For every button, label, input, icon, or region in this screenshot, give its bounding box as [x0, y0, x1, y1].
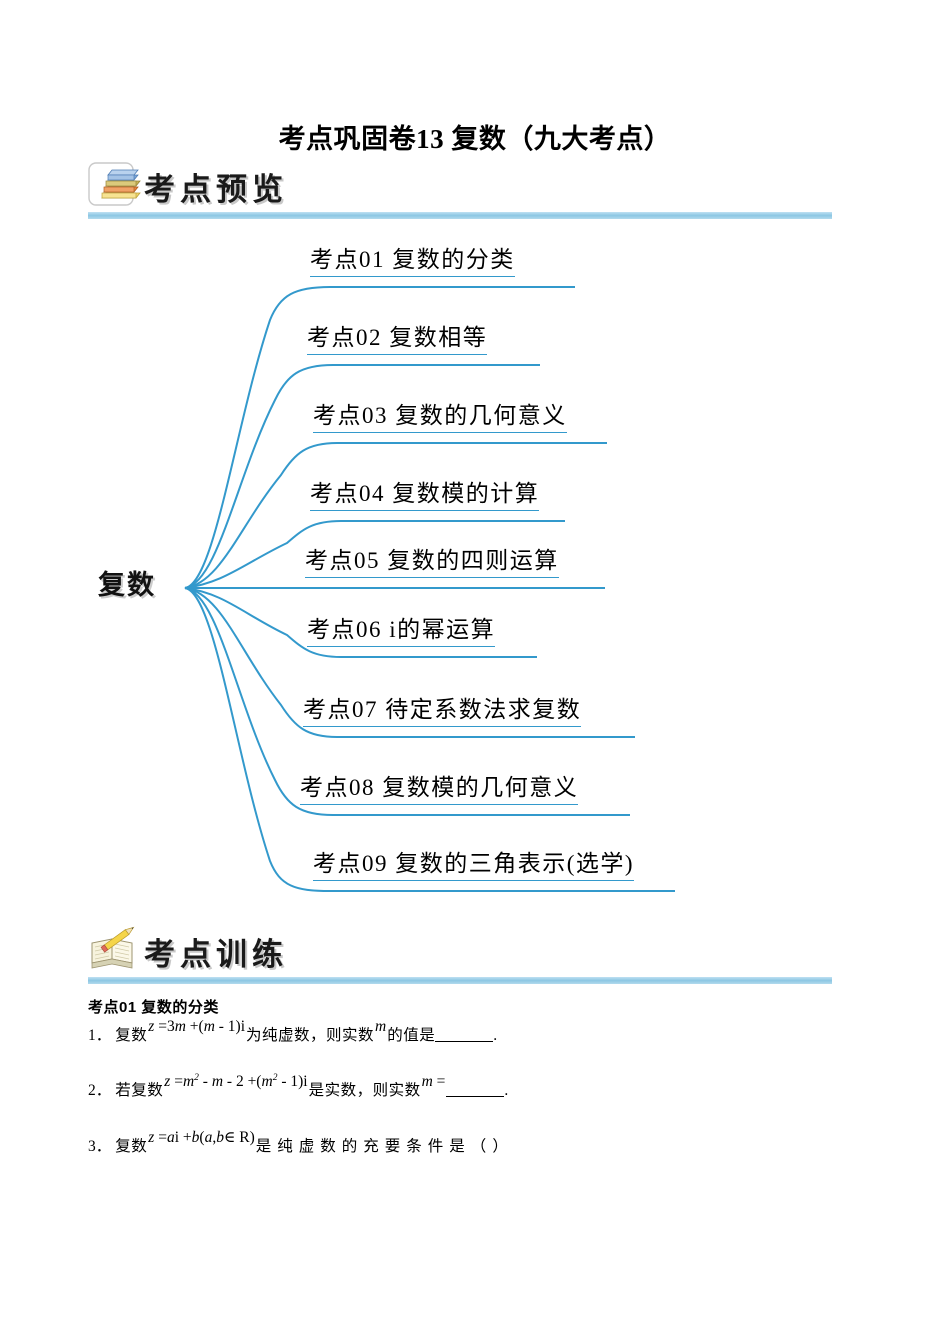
question-variable: m =: [421, 1073, 446, 1091]
question-number: 2．: [88, 1082, 112, 1100]
section-divider-overview: [88, 212, 832, 219]
question-tail2: 的值是: [387, 1027, 436, 1044]
question-formula: z =ai +b(a,b∈ R): [148, 1128, 255, 1146]
question-lead: 复数: [115, 1027, 148, 1044]
question-end: .: [504, 1082, 509, 1100]
exercise-list: 考点01 复数的分类 1．复数z =3m +(m - 1)i为纯虚数，则实数m的…: [88, 996, 868, 1192]
page-title: 考点巩固卷13 复数（九大考点）: [278, 124, 672, 154]
question-item: 1．复数z =3m +(m - 1)i为纯虚数，则实数m的值是.: [88, 1018, 868, 1045]
notebook-pencil-icon: [88, 925, 152, 975]
mindmap-topic-04: 考点04 复数模的计算: [310, 474, 540, 511]
mindmap-topic-02: 考点02 复数相等: [307, 318, 488, 355]
question-formula: z =3m +(m - 1)i: [148, 1018, 246, 1035]
section-heading-overview: 考点预览: [144, 172, 288, 207]
section-banner-overview: 考点预览: [88, 160, 832, 222]
mindmap-branches: [184, 286, 675, 892]
question-number: 3．: [88, 1137, 112, 1155]
section-divider-training: [88, 977, 832, 984]
mindmap-topic-05: 考点05 复数的四则运算: [305, 541, 559, 578]
mindmap-topic-03: 考点03 复数的几何意义: [313, 396, 567, 433]
mindmap-topic-09: 考点09 复数的三角表示(选学): [313, 844, 635, 881]
mindmap-topic-01: 考点01 复数的分类: [310, 240, 515, 277]
question-tail: 为纯虚数，则实数: [246, 1027, 375, 1044]
section-heading-training: 考点训练: [144, 937, 288, 972]
mindmap-root-node: 复数: [98, 570, 156, 600]
question-item: 3．复数z =ai +b(a,b∈ R)是纯虚数的充要条件是（）: [88, 1129, 868, 1156]
question-variable: m: [375, 1018, 387, 1035]
exercise-topic-heading: 考点01 复数的分类: [88, 999, 219, 1016]
question-tail: 是实数，则实数: [308, 1082, 421, 1100]
question-item: 2．若复数z =m2 - m - 2 +(m2 - 1)i是实数，则实数m =.: [88, 1073, 868, 1100]
question-lead: 复数: [115, 1137, 148, 1155]
answer-blank[interactable]: [435, 1041, 494, 1042]
mindmap: 复数 考点01 复数的分类 考点02 复数相等 考点03 复数的几何意义 考点0…: [85, 225, 865, 915]
mindmap-topic-08: 考点08 复数模的几何意义: [300, 768, 579, 805]
question-formula: z =m2 - m - 2 +(m2 - 1)i: [164, 1073, 308, 1091]
books-stack-icon: [88, 160, 152, 210]
question-end: .: [493, 1027, 498, 1044]
question-tail: 是纯虚数的充要条件是（: [255, 1137, 493, 1155]
question-lead: 若复数: [115, 1082, 164, 1100]
answer-blank[interactable]: [446, 1096, 505, 1098]
mindmap-topic-06: 考点06 i的幂运算: [307, 610, 496, 647]
question-number: 1．: [88, 1027, 112, 1044]
mindmap-topic-07: 考点07 待定系数法求复数: [303, 690, 582, 727]
question-tail2: ）: [492, 1137, 509, 1155]
section-banner-training: 考点训练: [88, 925, 832, 987]
